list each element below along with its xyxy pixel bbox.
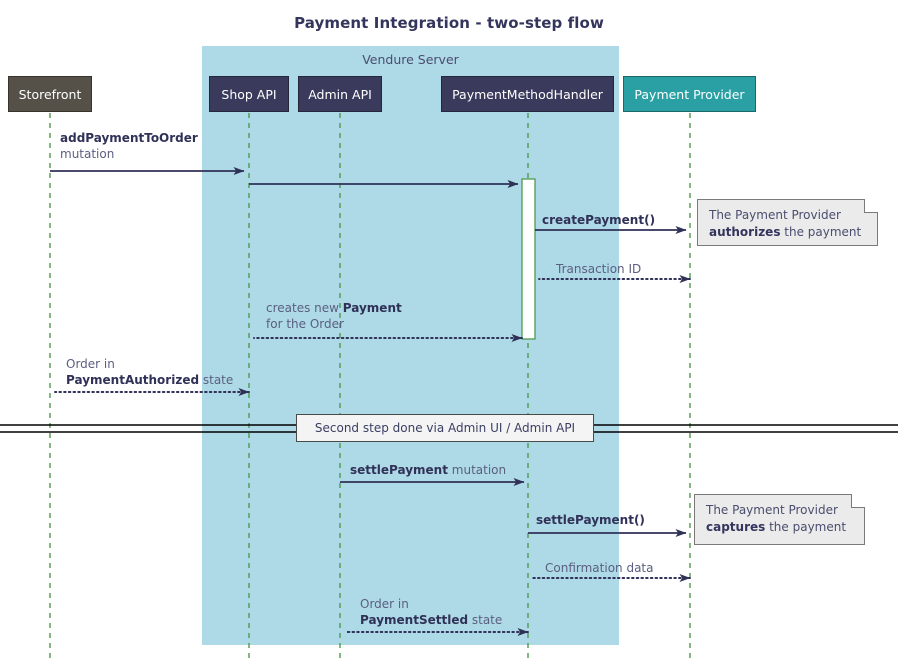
message-label-creates-new-payment: creates new Payment for the Order <box>266 300 402 332</box>
label-bold: addPaymentToOrder <box>60 131 198 145</box>
label-bold: createPayment() <box>542 213 656 227</box>
group-label-vendure-server: Vendure Server <box>362 52 459 67</box>
note-authorizes: The Payment Provider authorizes the paym… <box>697 199 878 246</box>
participant-label: Payment Provider <box>634 86 745 102</box>
page-title: Payment Integration - two-step flow <box>294 14 604 32</box>
participant-label: PaymentMethodHandler <box>452 86 603 102</box>
note-line2-bold: captures <box>706 520 766 535</box>
label-text: Confirmation data <box>545 561 654 575</box>
participant-admin-api[interactable]: Admin API <box>298 76 382 112</box>
note-line1: The Payment Provider <box>709 208 841 222</box>
note-line2-suffix: the payment <box>780 225 862 240</box>
note-line2-suffix: the payment <box>765 520 847 535</box>
message-label-order-payment-authorized: Order in PaymentAuthorized state <box>66 356 233 388</box>
note-fold-corner-icon <box>864 199 878 213</box>
message-label-confirmation-data: Confirmation data <box>545 560 653 576</box>
label-suffix: state <box>199 373 234 388</box>
message-label-settle-payment-call: settlePayment() <box>536 512 645 528</box>
message-label-add-payment-to-order: addPaymentToOrder mutation <box>60 130 198 162</box>
divider-label-second-step: Second step done via Admin UI / Admin AP… <box>296 414 594 442</box>
message-label-transaction-id: Transaction ID <box>556 261 641 277</box>
note-line1: The Payment Provider <box>706 503 838 517</box>
note-line2-bold: authorizes <box>709 225 781 240</box>
note-fold-corner-icon <box>851 494 865 508</box>
divider-label-text: Second step done via Admin UI / Admin AP… <box>314 421 576 435</box>
label-text: Order in <box>66 357 115 371</box>
label-text: Order in <box>360 597 409 611</box>
participant-label: Shop API <box>221 86 277 102</box>
participant-shop-api[interactable]: Shop API <box>209 76 289 112</box>
label-bold: PaymentAuthorized <box>66 373 200 388</box>
label-suffix: state <box>468 613 503 628</box>
participant-label: Admin API <box>308 86 372 102</box>
message-label-create-payment: createPayment() <box>542 212 655 228</box>
participant-label: Storefront <box>18 86 82 102</box>
participant-payment-provider[interactable]: Payment Provider <box>623 76 756 112</box>
note-captures: The Payment Provider captures the paymen… <box>694 494 865 545</box>
label-bold: settlePayment() <box>536 513 645 527</box>
label-bold: PaymentSettled <box>360 613 469 628</box>
participant-payment-method-handler[interactable]: PaymentMethodHandler <box>441 76 614 112</box>
message-label-settle-payment-mutation: settlePayment mutation <box>350 462 506 478</box>
label-bold: Payment <box>342 301 402 315</box>
label-bold: settlePayment <box>350 463 448 477</box>
label-text: Transaction ID <box>556 262 642 276</box>
label-text: mutation <box>60 147 115 162</box>
participant-storefront[interactable]: Storefront <box>8 76 92 112</box>
label-prefix: creates new <box>266 301 343 315</box>
message-label-order-payment-settled: Order in PaymentSettled state <box>360 596 502 628</box>
label-suffix: mutation <box>447 463 507 477</box>
label-text: for the Order <box>266 317 344 332</box>
